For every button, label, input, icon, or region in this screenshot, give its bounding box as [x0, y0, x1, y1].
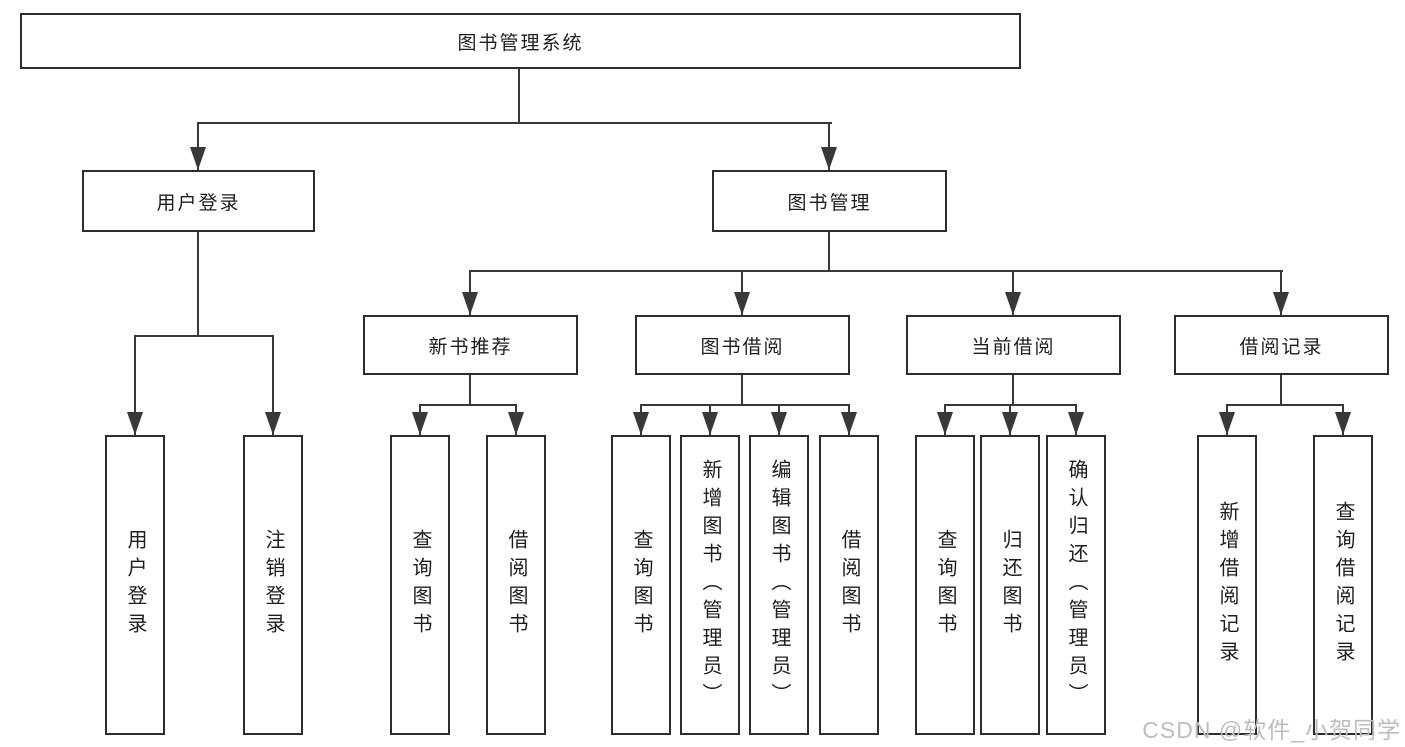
arrow-down-icon: [1002, 412, 1018, 435]
connector-root-stem: [518, 69, 520, 123]
node-root-system: 图书管理系统: [20, 13, 1021, 69]
arrow-down-icon: [821, 147, 837, 170]
leaf-confirm-return-admin: 确认归还（管理员）: [1046, 435, 1106, 735]
connector-stem: [1280, 374, 1282, 406]
connector-drop: [272, 335, 274, 435]
arrow-down-icon: [508, 412, 524, 435]
arrow-down-icon: [841, 412, 857, 435]
connector-bar: [1226, 404, 1344, 406]
connector-stem: [1012, 374, 1014, 406]
arrow-down-icon: [1219, 412, 1235, 435]
arrow-down-icon: [1068, 412, 1084, 435]
watermark: CSDN @软件_小贺同学: [1142, 717, 1401, 743]
leaf-query-books: 查询图书: [611, 435, 671, 735]
connector-drop-user-login: [197, 122, 199, 170]
arrow-down-icon: [734, 292, 750, 315]
node-current-borrow: 当前借阅: [906, 315, 1121, 375]
arrow-down-icon: [190, 147, 206, 170]
arrow-down-icon: [412, 412, 428, 435]
leaf-borrow-books: 借阅图书: [819, 435, 879, 735]
arrow-down-icon: [1005, 292, 1021, 315]
node-new-book-recommend: 新书推荐: [363, 315, 578, 375]
arrow-down-icon: [937, 412, 953, 435]
arrow-down-icon: [1335, 412, 1351, 435]
arrow-down-icon: [265, 412, 281, 435]
connector-login-bar: [134, 335, 274, 337]
leaf-query-borrow-record: 查询借阅记录: [1313, 435, 1373, 735]
connector-drop: [134, 335, 136, 435]
leaf-add-borrow-record: 新增借阅记录: [1197, 435, 1257, 735]
connector-root-bar: [197, 122, 832, 124]
arrow-down-icon: [1273, 292, 1289, 315]
node-user-login: 用户登录: [82, 170, 315, 232]
connector-mgmt-bar: [469, 270, 1283, 272]
leaf-return-books: 归还图书: [980, 435, 1040, 735]
node-book-management: 图书管理: [712, 170, 947, 232]
connector-drop-book-mgmt: [828, 122, 830, 170]
connector-login-stem: [197, 231, 199, 336]
arrow-down-icon: [633, 412, 649, 435]
arrow-down-icon: [127, 412, 143, 435]
connector-mgmt-stem: [828, 231, 830, 271]
connector-stem: [469, 374, 471, 406]
leaf-edit-books-admin: 编辑图书（管理员）: [749, 435, 809, 735]
connector-bar: [419, 404, 517, 406]
leaf-query-books: 查询图书: [915, 435, 975, 735]
leaf-add-books-admin: 新增图书（管理员）: [680, 435, 740, 735]
leaf-user-login: 用户登录: [105, 435, 165, 735]
leaf-query-books: 查询图书: [390, 435, 450, 735]
node-book-borrow: 图书借阅: [635, 315, 850, 375]
connector-stem: [741, 374, 743, 406]
arrow-down-icon: [702, 412, 718, 435]
connector-bar: [640, 404, 850, 406]
leaf-borrow-books: 借阅图书: [486, 435, 546, 735]
node-borrow-records: 借阅记录: [1174, 315, 1389, 375]
arrow-down-icon: [771, 412, 787, 435]
arrow-down-icon: [462, 292, 478, 315]
leaf-logout: 注销登录: [243, 435, 303, 735]
